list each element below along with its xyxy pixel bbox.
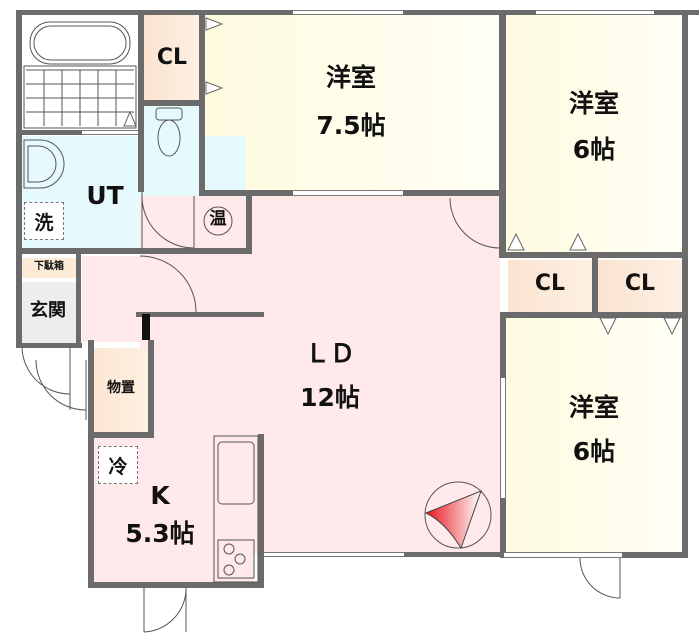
window [500,378,506,498]
western-room-3-name: 洋室 [568,393,619,422]
ld-name: ＬＤ [304,339,355,368]
entrance-label: 玄関 [30,300,66,321]
window [82,130,138,135]
western-room-3-size: 6帖 [572,437,616,466]
closet-top [144,14,200,100]
ld-size: 12帖 [300,383,360,412]
western-room-2 [506,14,682,252]
hall [82,256,142,342]
western-room-2-name: 洋室 [568,89,619,118]
shoe-box-label: 下駄箱 [34,261,64,272]
western-room-2-size: 6帖 [572,135,616,164]
utility-label: UT [86,181,124,210]
entrance-room [22,282,76,344]
window [264,552,404,557]
shoe-box [22,258,76,278]
window [293,190,403,196]
western-room-1-name: 洋室 [325,63,376,92]
water-heater-icon: 温 [209,209,227,229]
window [293,10,403,15]
closet-mid-right-label: CL [624,271,656,296]
window [536,10,654,15]
refrigerator-icon: 冷 [98,446,138,484]
storage-label: 物置 [107,380,135,396]
kitchen-name: K [150,481,170,510]
kitchen-size: 5.3帖 [125,519,195,548]
washer-icon: 洗 [24,202,64,240]
western-room-1 [204,14,498,190]
western-room-1-size: 7.5帖 [316,111,386,140]
closet-mid-right [598,260,682,312]
storage-room [94,348,148,432]
closet-top-label: CL [156,45,188,70]
window [504,552,622,558]
closet-mid-left [508,260,592,312]
western-room-3 [506,318,682,554]
closet-mid-left-label: CL [534,271,566,296]
compass-icon [424,490,482,550]
